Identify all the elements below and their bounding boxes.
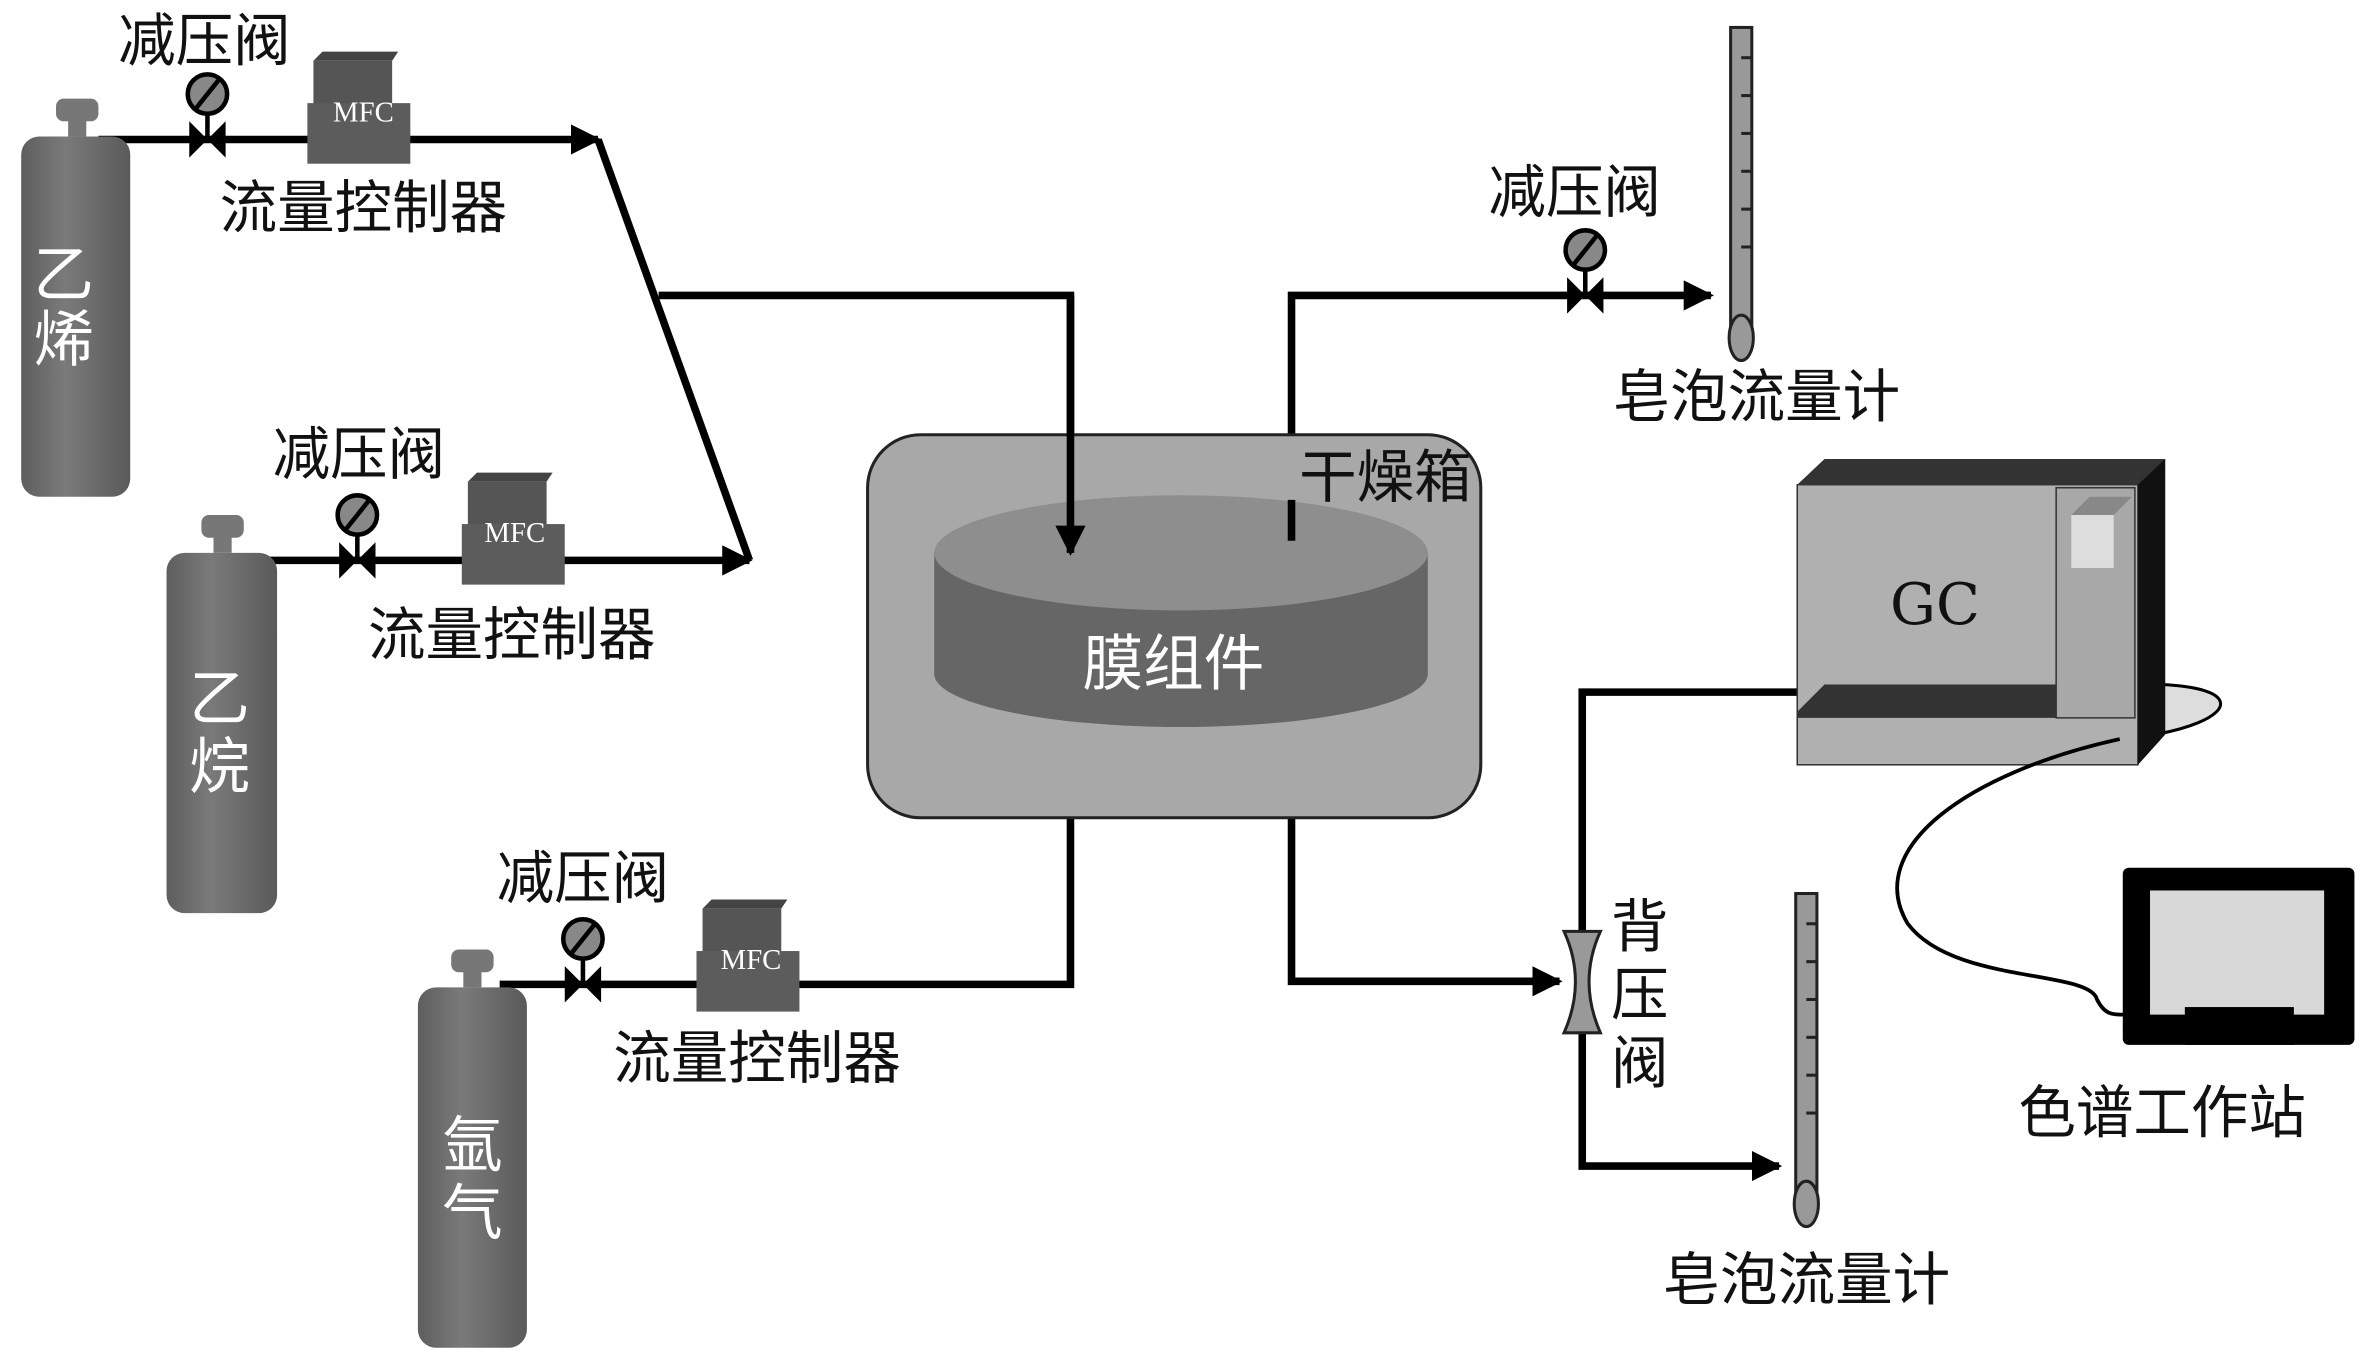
ethylene-cylinder: 乙 烯: [21, 98, 131, 497]
back-pressure-label: 阀: [1611, 1030, 1669, 1097]
pressure-valve-label: 减压阀: [497, 845, 670, 912]
gc-label: GC: [1890, 571, 1980, 638]
bubble-flowmeter-label: 皂泡流量计: [1613, 364, 1901, 431]
dry-box-label: 干燥箱: [1299, 444, 1472, 511]
pressure-valve-icon: [1566, 230, 1605, 313]
pressure-valve-label: 减压阀: [273, 421, 446, 488]
cylinder-label: 乙: [33, 240, 94, 310]
membrane-module: 膜组件: [934, 495, 1428, 727]
cylinder-label: 烯: [33, 306, 94, 376]
pressure-valve-label: 减压阀: [1488, 159, 1661, 226]
argon-cylinder: 氩 气: [417, 949, 527, 1348]
flow-controller-label: 流量控制器: [613, 1025, 901, 1092]
ethane-cylinder: 乙 烷: [166, 514, 278, 914]
pressure-valve-icon: [188, 74, 227, 157]
mfc-label: MFC: [484, 517, 545, 549]
mfc-label: MFC: [721, 944, 782, 976]
back-pressure-label: 背: [1611, 893, 1669, 960]
pressure-valve-label: 减压阀: [118, 8, 291, 75]
membrane-module-label: 膜组件: [1083, 630, 1265, 700]
cylinder-label: 氩: [442, 1111, 503, 1181]
flow-controller-label: 流量控制器: [220, 174, 508, 241]
back-pressure-valve-icon: [1561, 929, 1603, 1035]
gc-instrument: GC: [1796, 458, 2223, 766]
cylinder-label: 乙: [189, 664, 250, 734]
pressure-valve-icon: [563, 919, 602, 1002]
bubble-flowmeter-label: 皂泡流量计: [1663, 1246, 1951, 1313]
workstation-monitor-icon: [2122, 867, 2355, 1045]
flow-controller-label: 流量控制器: [368, 601, 656, 668]
cylinder-label: 气: [442, 1179, 503, 1249]
back-pressure-label: 压: [1611, 962, 1669, 1029]
cylinder-label: 烷: [189, 733, 250, 803]
bubble-flowmeter-icon: [1727, 25, 1755, 363]
pressure-valve-icon: [338, 495, 377, 578]
data-cable: [1895, 737, 2125, 1017]
mfc-label: MFC: [333, 96, 394, 128]
bubble-flowmeter-icon: [1792, 891, 1820, 1229]
workstation-label: 色谱工作站: [2018, 1080, 2306, 1147]
